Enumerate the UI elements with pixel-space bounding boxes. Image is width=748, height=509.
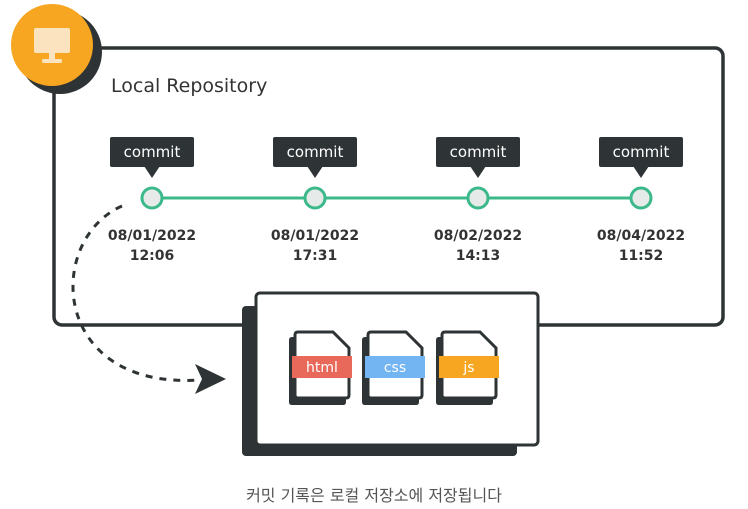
file-icon: css xyxy=(362,330,425,405)
commit-dot xyxy=(140,186,164,210)
commit-tag xyxy=(273,137,357,167)
commit-tag-pointer xyxy=(633,166,649,178)
commit-tag xyxy=(436,137,520,167)
file-label: js xyxy=(462,360,474,376)
commit-dot xyxy=(629,186,653,210)
commit-date: 08/01/2022 xyxy=(108,228,196,244)
file-icon: js xyxy=(436,330,499,405)
repository-title: Local Repository xyxy=(111,75,267,97)
commit-label: commit xyxy=(287,143,344,161)
commit-date: 08/04/2022 xyxy=(597,228,685,244)
monitor-icon xyxy=(34,28,70,63)
file-label: html xyxy=(306,360,338,376)
commit-tag xyxy=(110,137,194,167)
commit-tag-pointer xyxy=(470,166,486,178)
file-label-band xyxy=(292,356,352,378)
commit-node: commit 08/01/2022 17:31 xyxy=(271,137,359,264)
file-label-band xyxy=(439,356,499,378)
commit-tag-pointer xyxy=(144,166,160,178)
dashed-arrow xyxy=(71,204,201,382)
commit-label: commit xyxy=(613,143,670,161)
commit-time: 11:52 xyxy=(619,248,664,264)
commit-label: commit xyxy=(450,143,507,161)
commit-node: commit 08/02/2022 14:13 xyxy=(434,137,522,264)
commit-dot xyxy=(466,186,490,210)
commit-node: commit 08/01/2022 12:06 xyxy=(108,137,196,264)
file-icon: html xyxy=(289,330,352,405)
commit-time: 12:06 xyxy=(130,248,175,264)
commit-tag xyxy=(599,137,683,167)
commit-node: commit 08/04/2022 11:52 xyxy=(597,137,685,264)
file-label: css xyxy=(384,360,406,376)
file-label-band xyxy=(365,356,425,378)
commit-tag-pointer xyxy=(307,166,323,178)
commit-time: 14:13 xyxy=(456,248,501,264)
commit-time: 17:31 xyxy=(293,248,338,264)
commit-dot xyxy=(303,186,327,210)
commit-label: commit xyxy=(124,143,181,161)
repository-badge xyxy=(11,4,102,94)
arrow-head xyxy=(195,364,226,394)
commit-date: 08/02/2022 xyxy=(434,228,522,244)
caption: 커밋 기록은 로컬 저장소에 저장됩니다 xyxy=(246,486,502,505)
commit-date: 08/01/2022 xyxy=(271,228,359,244)
